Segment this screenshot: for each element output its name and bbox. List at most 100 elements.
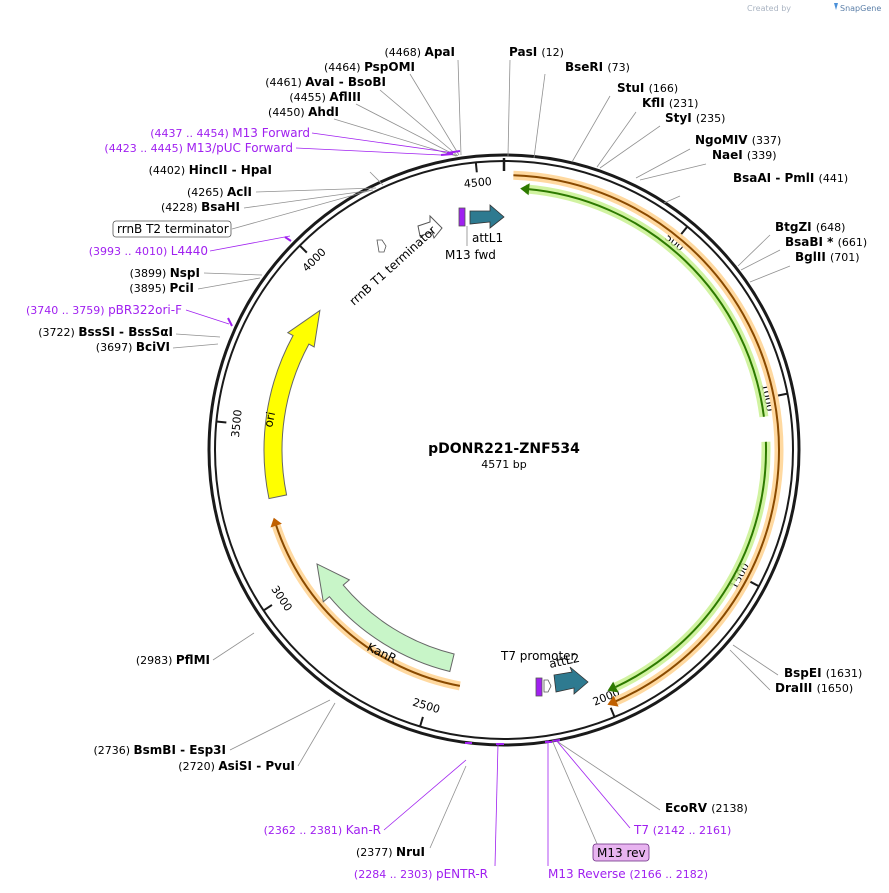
tick-label-3000: 3000 bbox=[268, 583, 294, 614]
site-pflmi: (2983) PflMI bbox=[136, 653, 210, 667]
site-apai: (4468) ApaI bbox=[384, 45, 455, 59]
m13-rev-leader bbox=[551, 739, 599, 847]
tick-mark-2500 bbox=[419, 716, 424, 727]
svg-text:(2720) AsiSI - PvuI: (2720) AsiSI - PvuI bbox=[178, 759, 295, 773]
left-site-15-leader bbox=[429, 765, 467, 849]
attl1-label: attL1 bbox=[472, 231, 503, 245]
svg-text:(3722) BssSI - BssSαI: (3722) BssSI - BssSαI bbox=[38, 325, 173, 339]
rrnb-t1-small-arrow bbox=[376, 239, 387, 253]
site-1-leader bbox=[533, 73, 546, 159]
orange-orf-1-arrowhead bbox=[607, 695, 619, 707]
feature-green-arc bbox=[520, 183, 771, 693]
site-bseri: BseRI (73) bbox=[565, 60, 630, 74]
znf534-orf-arrowhead-lower bbox=[607, 681, 619, 693]
svg-text:(4450) AhdI: (4450) AhdI bbox=[268, 105, 339, 119]
left-site-12-leader bbox=[212, 632, 255, 661]
rrnb-t2-leader bbox=[231, 189, 373, 230]
left-site-3-leader bbox=[355, 103, 458, 157]
site-naei: NaeI (339) bbox=[712, 148, 777, 162]
map-center: pDONR221-ZNF534 4571 bp bbox=[428, 441, 580, 471]
site-ecorv: EcoRV (2138) bbox=[665, 801, 748, 815]
site-6-leader bbox=[639, 163, 707, 181]
feature-ori: ori bbox=[261, 309, 321, 500]
svg-text:(3993 .. 4010) L4440: (3993 .. 4010) L4440 bbox=[89, 244, 208, 258]
svg-text:(3697) BciVI: (3697) BciVI bbox=[96, 340, 170, 354]
rrnb-t2-terminator-label: rrnB T2 terminator bbox=[117, 222, 229, 236]
svg-text:NgoMIV (337): NgoMIV (337) bbox=[695, 133, 781, 147]
primer-4-leader bbox=[383, 759, 467, 831]
site-draiii: DraIII (1650) bbox=[775, 681, 853, 695]
svg-text:(4228) BsaHI: (4228) BsaHI bbox=[161, 200, 240, 214]
site-bglii: BglII (701) bbox=[795, 250, 860, 264]
site-pcii: (3895) PciI bbox=[129, 281, 194, 295]
site-kfli: KflI (231) bbox=[642, 96, 698, 110]
tick-mark-500 bbox=[680, 225, 689, 235]
left-site-11-leader bbox=[172, 343, 219, 349]
svg-text:BglII (701): BglII (701) bbox=[795, 250, 860, 264]
svg-text:(2362 .. 2381) Kan-R: (2362 .. 2381) Kan-R bbox=[264, 823, 381, 837]
site-12-leader bbox=[729, 649, 771, 691]
site-afliii: (4455) AflIII bbox=[289, 90, 361, 104]
ori-label: ori bbox=[261, 410, 278, 428]
site-13-leader bbox=[554, 739, 661, 811]
left-site-9-leader bbox=[197, 277, 261, 290]
znf534-orf-arrowhead bbox=[520, 183, 530, 196]
primer-t7: T7 (2142 .. 2161) bbox=[633, 823, 731, 837]
rrnb-t2-terminator-box: rrnB T2 terminator bbox=[112, 220, 232, 238]
ori-arrow bbox=[263, 309, 321, 500]
svg-text:PasI (12): PasI (12) bbox=[509, 45, 564, 59]
tick-label-3500: 3500 bbox=[229, 409, 245, 438]
primer-marker-1 bbox=[440, 153, 454, 156]
m13-fwd-marker bbox=[458, 207, 466, 227]
primer-m13-puc-forward: (4423 .. 4445) M13/pUC Forward bbox=[104, 141, 293, 155]
svg-text:BtgZI (648): BtgZI (648) bbox=[775, 220, 845, 234]
primer-m13-forward: (4437 .. 4454) M13 Forward bbox=[150, 126, 310, 140]
attl1-arrow bbox=[469, 204, 505, 229]
svg-text:StyI (235): StyI (235) bbox=[665, 111, 725, 125]
svg-text:KflI (231): KflI (231) bbox=[642, 96, 698, 110]
site-bcivi: (3697) BciVI bbox=[96, 340, 170, 354]
rrnb-t1-terminator-arrow bbox=[417, 214, 443, 240]
site-5-leader bbox=[635, 148, 691, 179]
svg-text:(4464) PspOMI: (4464) PspOMI bbox=[324, 60, 415, 74]
svg-text:(4461) AvaI - BsoBI: (4461) AvaI - BsoBI bbox=[265, 75, 386, 89]
orange-orf-2-arrowhead bbox=[270, 517, 282, 528]
site-stui: StuI (166) bbox=[617, 81, 678, 95]
site-nspi: (3899) NspI bbox=[130, 266, 200, 280]
m13-rev-box: M13 rev bbox=[592, 843, 650, 862]
svg-text:BsaBI * (661): BsaBI * (661) bbox=[785, 235, 867, 249]
svg-text:(4468) ApaI: (4468) ApaI bbox=[384, 45, 455, 59]
site-labels: PasI (12)BseRI (73) StuI (166)KflI (231)S… bbox=[26, 45, 867, 881]
site-acli: (4265) AclI bbox=[187, 185, 252, 199]
attl2-arrow bbox=[553, 666, 589, 695]
feature-attl2-group: T7 promoter attL2 bbox=[500, 649, 589, 697]
site-bspei: BspEI (1631) bbox=[784, 666, 862, 680]
primer-kan-r: (2362 .. 2381) Kan-R bbox=[264, 823, 381, 837]
tick-mark-3000 bbox=[263, 604, 273, 612]
kanr-arrow bbox=[316, 563, 455, 673]
primer-5-leader bbox=[494, 743, 499, 867]
credit-prefix: Created by bbox=[747, 4, 791, 13]
site-pasi: PasI (12) bbox=[509, 45, 564, 59]
plasmid-name: pDONR221-ZNF534 bbox=[428, 441, 580, 457]
tick-mark-4000 bbox=[299, 244, 308, 254]
primer-3-leader bbox=[185, 309, 230, 325]
primer-0-leader bbox=[311, 132, 448, 153]
left-site-5-leader bbox=[369, 171, 384, 186]
orange-orf-1-arc bbox=[513, 174, 780, 703]
site-10-leader bbox=[749, 265, 791, 283]
m13-fwd-label: M13 fwd bbox=[445, 248, 496, 262]
primer-pbr322ori-f: (3740 .. 3759) pBR322ori-F bbox=[26, 303, 182, 317]
site-asisi-pvui: (2720) AsiSI - PvuI bbox=[178, 759, 295, 773]
svg-text:(2983) PflMI: (2983) PflMI bbox=[136, 653, 210, 667]
rrnb-t1-terminator-label: rrnB T1 terminator bbox=[347, 223, 439, 308]
primer-marker-0 bbox=[446, 150, 461, 154]
svg-text:T7 (2142 .. 2161): T7 (2142 .. 2161) bbox=[633, 823, 731, 837]
svg-text:BsaAI - PmlI (441): BsaAI - PmlI (441) bbox=[733, 171, 848, 185]
orange-orf-1-glow bbox=[513, 170, 784, 707]
site-ngomiv: NgoMIV (337) bbox=[695, 133, 781, 147]
left-site-8-leader bbox=[203, 272, 263, 276]
svg-text:(3895) PciI: (3895) PciI bbox=[129, 281, 194, 295]
credit-brand: SnapGene bbox=[840, 4, 881, 13]
primer-7-leader bbox=[555, 739, 631, 829]
